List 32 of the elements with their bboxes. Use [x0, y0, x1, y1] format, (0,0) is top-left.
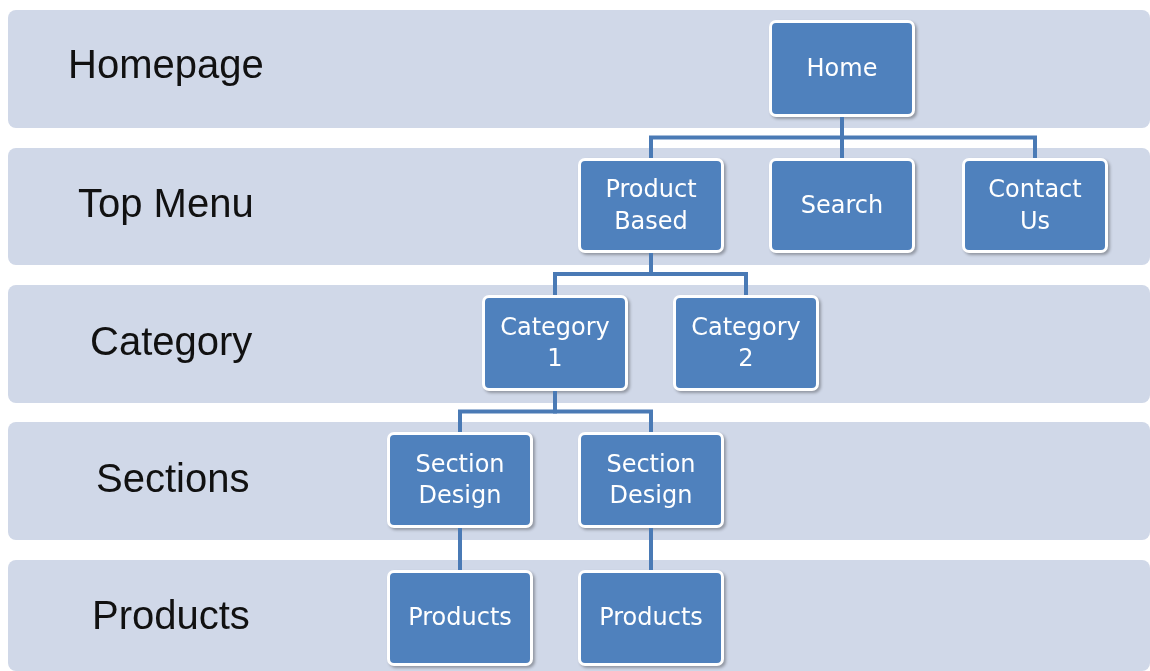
- box-label: Product Based: [604, 174, 698, 237]
- box-label: Section Design: [414, 448, 506, 511]
- level-band: [8, 422, 1150, 540]
- box-label: Contact Us: [987, 174, 1083, 237]
- level-label: Category: [90, 319, 253, 364]
- page-box: [387, 432, 533, 528]
- level-label: Products: [92, 593, 250, 638]
- page-box: [387, 570, 533, 666]
- box-label: Section Design: [605, 448, 697, 511]
- page-box: [578, 432, 724, 528]
- level-label: Top Menu: [78, 181, 254, 226]
- page-box: [578, 158, 724, 253]
- box-label: Products: [407, 602, 513, 634]
- level-band: [8, 285, 1150, 403]
- page-box: [578, 570, 724, 666]
- box-label: Category 1: [499, 311, 611, 374]
- box-label: Products: [598, 602, 704, 634]
- box-label: Category 2: [690, 311, 802, 374]
- page-box: [962, 158, 1108, 253]
- box-label: Home: [805, 52, 879, 84]
- connector-line: [458, 528, 462, 570]
- level-band: [8, 560, 1150, 671]
- page-box: [769, 20, 915, 117]
- page-box: [673, 295, 819, 391]
- page-box: [482, 295, 628, 391]
- level-band: [8, 148, 1150, 265]
- page-box: [769, 158, 915, 253]
- box-label: Search: [799, 189, 885, 221]
- level-band: [8, 10, 1150, 128]
- level-label: Sections: [96, 456, 250, 501]
- level-label: Homepage: [68, 42, 264, 87]
- connector-line: [649, 528, 653, 570]
